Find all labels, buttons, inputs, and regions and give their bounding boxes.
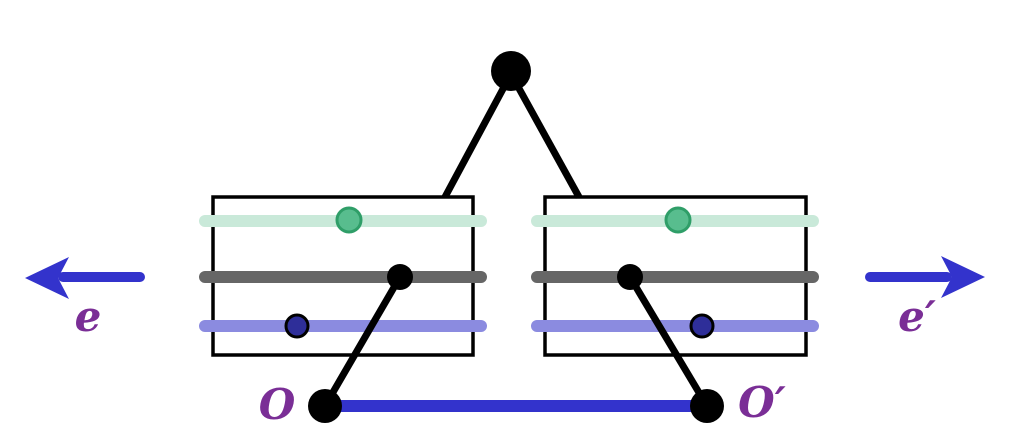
origin-left-node bbox=[308, 389, 342, 423]
left-black-point bbox=[387, 264, 413, 290]
left-navy-point bbox=[284, 313, 310, 339]
edge-left-label: e bbox=[75, 292, 102, 341]
origin-left-label: O bbox=[259, 380, 296, 429]
origin-right-node bbox=[690, 389, 724, 423]
right-navy-point bbox=[689, 313, 715, 339]
right-node-to-origin-connector bbox=[626, 275, 711, 408]
origin-right-label: O′ bbox=[738, 378, 786, 427]
left-arrow-head-icon bbox=[25, 257, 69, 299]
right-black-point bbox=[617, 264, 643, 290]
edge-right-label: e′ bbox=[898, 292, 936, 341]
right-arrow-head-icon bbox=[941, 256, 985, 298]
apex-to-right-plate-edge bbox=[507, 72, 583, 199]
apex-node bbox=[491, 51, 531, 91]
right-green-point bbox=[664, 206, 692, 234]
left-node-to-origin-connector bbox=[321, 275, 404, 408]
left-green-point bbox=[335, 206, 363, 234]
apex-to-left-plate-edge bbox=[441, 72, 515, 199]
